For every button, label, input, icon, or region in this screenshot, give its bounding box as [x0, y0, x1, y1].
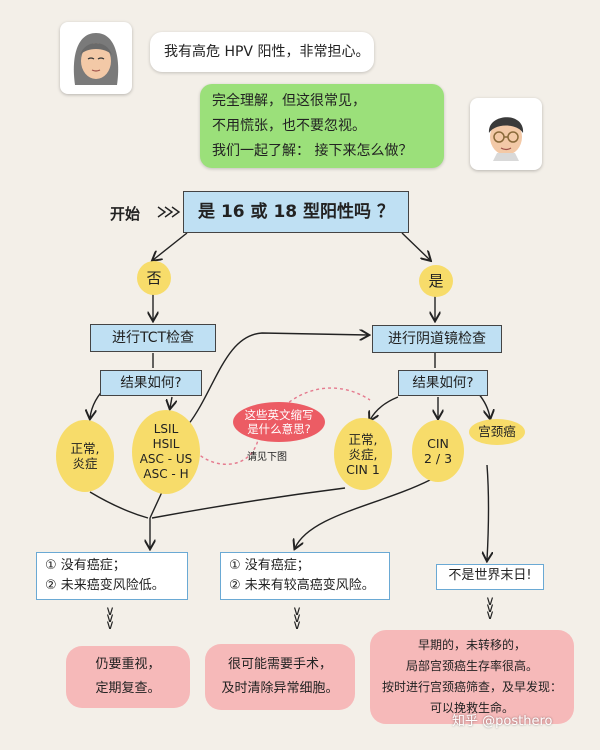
doctor-avatar-icon — [470, 98, 542, 170]
arrow-cancer-to-out3 — [487, 464, 489, 560]
tct-exam-box: 进行TCT检查 — [90, 324, 216, 352]
patient-avatar-icon — [60, 22, 132, 94]
down-chevron-icon: ∨∨∨ — [292, 604, 302, 633]
colposcopy-result-question: 结果如何? — [398, 370, 488, 396]
line-abn-to-out1 — [149, 491, 163, 519]
tct-abnormal-result: LSIL HSIL ASC - US ASC - H — [132, 410, 200, 494]
line-rnormal-to-out1 — [151, 487, 346, 519]
arrow-left-result-abn — [170, 396, 172, 408]
start-label: 开始 — [110, 205, 141, 223]
question-box: 是 16 或 18 型阳性吗 ？ — [183, 191, 409, 233]
answer-no: 否 — [137, 261, 171, 295]
outcome-low-risk: ① 没有癌症； ② 未来癌变风险低。 — [36, 552, 188, 600]
start-arrows-icon — [157, 206, 181, 218]
arrow-right-result-cancer — [477, 392, 490, 418]
doctor-line-1: 完全理解，但这很常见， — [212, 93, 366, 109]
arrow-right-result-normal — [370, 396, 399, 420]
patient-speech-bubble: 我有高危 HPV 阳性，非常担心。 — [150, 32, 374, 72]
arrow-q-to-yes — [401, 232, 430, 260]
line-normal-to-out1 — [89, 491, 149, 519]
arrow-cin-to-out2 — [295, 479, 431, 548]
arrow-q-to-no — [153, 232, 188, 260]
doctor-speech-bubble: 完全理解，但这很常见， 不用慌张，也不要忽视。 我们一起了解： 接下来怎么做？ — [200, 84, 444, 168]
patient-message: 我有高危 HPV 阳性，非常担心。 — [164, 44, 370, 60]
down-chevron-icon: ∨∨∨ — [105, 604, 115, 633]
watermark: 知乎 @posthero — [452, 714, 553, 729]
cin-result: CIN 2 / 3 — [412, 420, 464, 482]
outcome-cancer: 不是世界末日! — [436, 564, 544, 590]
abbreviation-note: 这些英文缩写 是什么意思? — [233, 402, 325, 442]
cervical-cancer-result: 宫颈癌 — [469, 419, 525, 445]
colposcopy-normal-result: 正常, 炎症, CIN 1 — [334, 418, 392, 490]
see-below-label: 请见下图 — [247, 452, 287, 463]
advice-low-risk: 仍要重视， 定期复查。 — [66, 646, 190, 708]
colposcopy-exam-box: 进行阴道镜检查 — [372, 325, 502, 353]
doctor-line-3: 我们一起了解： 接下来怎么做？ — [212, 143, 413, 159]
down-chevron-icon: ∨∨∨ — [485, 594, 495, 623]
advice-high-risk: 很可能需要手术， 及时清除异常细胞。 — [205, 644, 355, 710]
answer-yes: 是 — [419, 265, 453, 297]
tct-normal-result: 正常, 炎症 — [56, 420, 114, 492]
question-text: 是 16 或 18 型阳性吗 ？ — [198, 202, 394, 222]
advice-cancer: 早期的，未转移的， 局部宫颈癌生存率很高。 按时进行宫颈癌筛查，及早发现： 可以… — [370, 630, 574, 724]
outcome-high-risk: ① 没有癌症； ② 未来有较高癌变风险。 — [220, 552, 390, 600]
doctor-line-2: 不用慌张，也不要忽视。 — [212, 118, 366, 134]
tct-result-question: 结果如何? — [100, 370, 202, 396]
